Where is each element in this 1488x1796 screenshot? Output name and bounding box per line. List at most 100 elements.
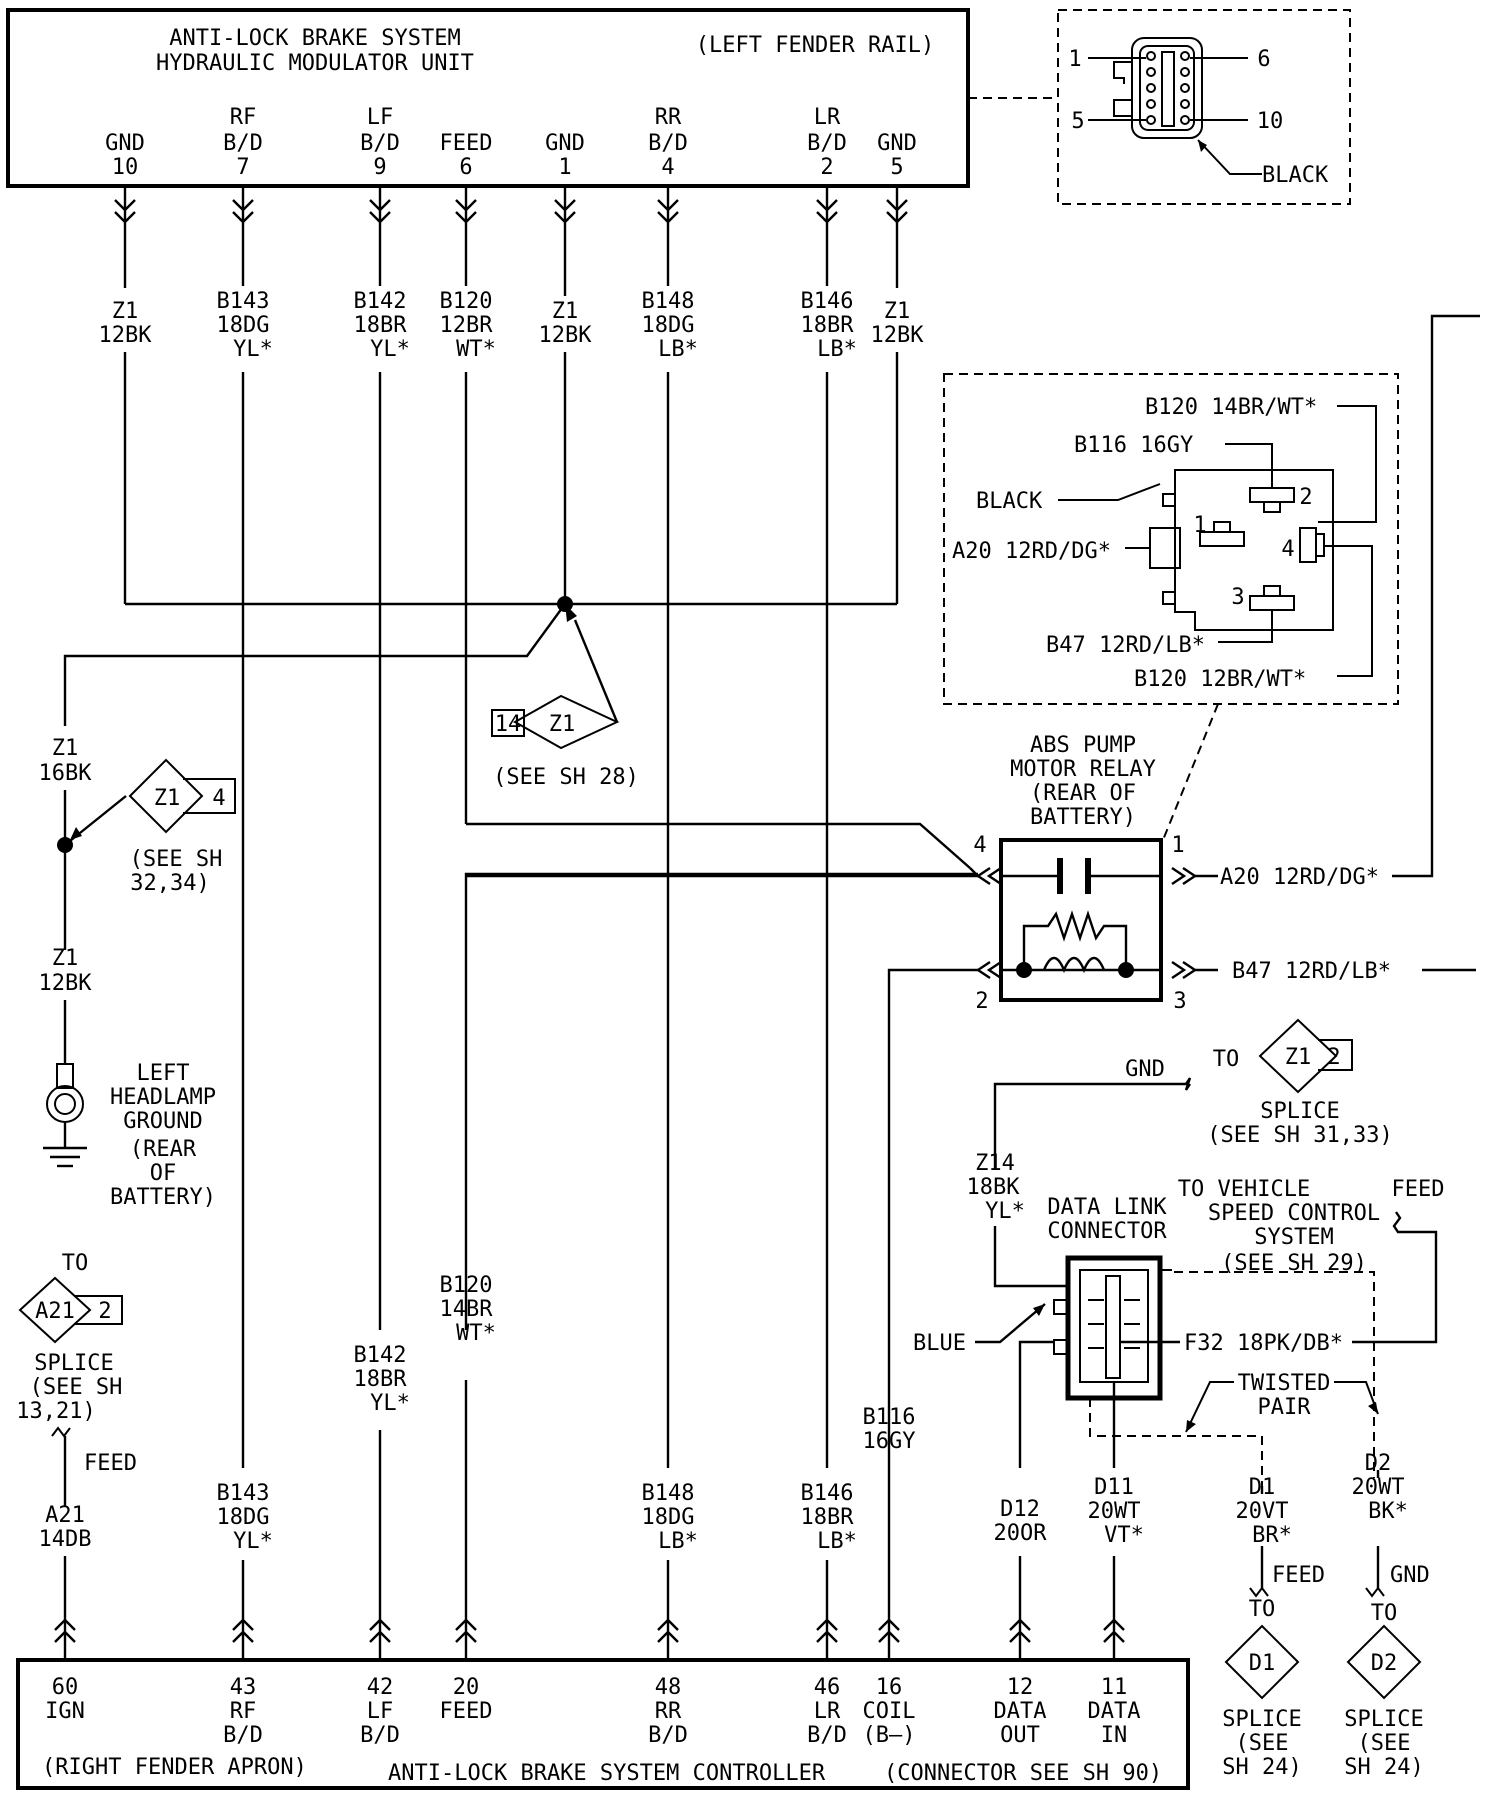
a21-wire-line2: 14DB bbox=[39, 1527, 92, 1552]
controller-pin-2-label1: LF bbox=[367, 1699, 394, 1724]
controller-pin-8-number: 11 bbox=[1101, 1675, 1128, 1700]
connector-pin-10: 10 bbox=[1257, 109, 1284, 134]
hmu-pin-6-label2: B/D bbox=[807, 131, 847, 156]
relay-detail-b120-bottom: B120 12BR/WT* bbox=[1134, 667, 1306, 692]
splice-z1-4-note1: (SEE SH bbox=[130, 847, 223, 872]
hydraulic-modulator-unit: ANTI-LOCK BRAKE SYSTEM HYDRAULIC MODULAT… bbox=[6, 8, 970, 188]
lower-wire-d1-line3: BR* bbox=[1252, 1523, 1292, 1548]
z14-line2: 18BK bbox=[967, 1175, 1021, 1200]
lower-wire-b120-line1: B120 bbox=[440, 1273, 493, 1298]
lower-wire-d11-line2: 20WT bbox=[1088, 1499, 1141, 1524]
splice-d1-l1: SPLICE bbox=[1222, 1707, 1301, 1732]
hmu-pin-5-label1: RR bbox=[655, 105, 682, 130]
ground-wire-a-line2: 16BK bbox=[39, 761, 93, 786]
hmu-pin-2-number: 9 bbox=[373, 155, 386, 180]
dlc-label-l1: DATA LINK bbox=[1047, 1195, 1167, 1220]
lower-wire-b120-line3: WT* bbox=[456, 1321, 496, 1346]
lower-wire-d12-line2: 20OR bbox=[994, 1521, 1048, 1546]
ground-wire-b-line2: 12BK bbox=[39, 971, 93, 996]
controller-pin-7-number: 12 bbox=[1007, 1675, 1034, 1700]
splice-a21: TO A21 2 SPLICE (SEE SH 13,21) FEED A21 … bbox=[16, 1251, 137, 1614]
upper-wire-2-line2: 18BR bbox=[354, 313, 408, 338]
controller-pin-4-label1: RR bbox=[655, 1699, 682, 1724]
relay-detail-b47: B47 12RD/LB* bbox=[1046, 633, 1205, 658]
relay-label-l4: BATTERY) bbox=[1030, 805, 1136, 830]
controller-pin-8-label2: IN bbox=[1101, 1723, 1128, 1748]
relay-label-l1: ABS PUMP bbox=[1030, 733, 1136, 758]
hmu-pin-0-label2: GND bbox=[105, 131, 145, 156]
connector-pin-6: 6 bbox=[1257, 47, 1270, 72]
hmu-pin-0-number: 10 bbox=[112, 155, 139, 180]
hmu-title-line2: HYDRAULIC MODULATOR UNIT bbox=[156, 51, 474, 76]
relay-pin-4: 4 bbox=[973, 833, 986, 858]
splice-z1-2-to: TO bbox=[1213, 1047, 1240, 1072]
hmu-connector-detail: 1 5 6 10 BLACK bbox=[1057, 9, 1351, 205]
upper-wire-0-line2: 12BK bbox=[99, 323, 153, 348]
hmu-pin-4-label2: GND bbox=[545, 131, 585, 156]
controller-pin-1-number: 43 bbox=[230, 1675, 257, 1700]
splice-a21-l3: 13,21) bbox=[16, 1399, 95, 1424]
vehicle-speed-control-ref: TO VEHICLE SPEED CONTROL SYSTEM (SEE SH … bbox=[1178, 1177, 1445, 1276]
relay-pin-2: 2 bbox=[975, 989, 988, 1014]
upper-wire-7-line1: Z1 bbox=[884, 299, 911, 324]
upper-wire-5-line3: LB* bbox=[658, 337, 698, 362]
twisted-pair-l1: TWISTED bbox=[1238, 1371, 1331, 1396]
relay-detail-a20: A20 12RD/DG* bbox=[952, 539, 1111, 564]
hmu-pin-1-label2: B/D bbox=[223, 131, 263, 156]
splice-d1-l3: SH 24) bbox=[1222, 1755, 1301, 1780]
lower-wire-b146-line1: B146 bbox=[801, 1481, 854, 1506]
controller-pin-0-label1: IGN bbox=[45, 1699, 85, 1724]
hmu-pin-6-label1: LR bbox=[814, 105, 841, 130]
upper-wire-1-line1: B143 bbox=[217, 289, 270, 314]
splice-a21-l1: SPLICE bbox=[34, 1351, 113, 1376]
upper-wire-1-line3: YL* bbox=[233, 337, 273, 362]
data-link-connector: Z14 18BK YL* DATA LINK CONNECTOR BLUE F3… bbox=[913, 1151, 1438, 1486]
lower-wire-d2-line2: 20WT bbox=[1352, 1475, 1405, 1500]
lower-wire-b142-line2: 18BR bbox=[354, 1367, 408, 1392]
hmu-title-line1: ANTI-LOCK BRAKE SYSTEM bbox=[169, 26, 460, 51]
vsc-l3: SYSTEM bbox=[1254, 1225, 1333, 1250]
splice-z1-4-num: 4 bbox=[212, 786, 225, 811]
ground-wire-a-line1: Z1 bbox=[52, 736, 79, 761]
connector-pin-5: 5 bbox=[1071, 109, 1084, 134]
splice-d1-id: D1 bbox=[1249, 1651, 1276, 1676]
upper-wire-6-line1: B146 bbox=[801, 289, 854, 314]
relay-detail-pin-4: 4 bbox=[1281, 537, 1294, 562]
upper-wire-5-line2: 18DG bbox=[642, 313, 695, 338]
upper-wire-6-line3: LB* bbox=[817, 337, 857, 362]
lower-wire-d11-line3: VT* bbox=[1104, 1523, 1144, 1548]
splice-a21-to: TO bbox=[62, 1251, 89, 1276]
relay-wire-b47: B47 12RD/LB* bbox=[1232, 959, 1391, 984]
lower-wire-b148-line2: 18DG bbox=[642, 1505, 695, 1530]
splice-z1-14-num: 14 bbox=[495, 712, 522, 737]
headlamp-ground-l3: GROUND bbox=[123, 1109, 202, 1134]
vsc-l4: (SEE SH 29) bbox=[1221, 1251, 1367, 1276]
z14-line1: Z14 bbox=[975, 1151, 1015, 1176]
splice-d1-feed: FEED bbox=[1272, 1563, 1325, 1588]
twisted-pair-l2: PAIR bbox=[1258, 1395, 1312, 1420]
hmu-pin-2-label2: B/D bbox=[360, 131, 400, 156]
controller-pin-4-number: 48 bbox=[655, 1675, 682, 1700]
upper-wire-5-line1: B148 bbox=[642, 289, 695, 314]
controller-pin-5-label1: LR bbox=[814, 1699, 841, 1724]
hmu-pin-4-number: 1 bbox=[558, 155, 571, 180]
splice-a21-feed: FEED bbox=[84, 1451, 137, 1476]
splice-z1-2-l1: SPLICE bbox=[1260, 1099, 1339, 1124]
hmu-pin-7-label2: GND bbox=[877, 131, 917, 156]
splice-z1-2-l2: (SEE SH 31,33) bbox=[1207, 1123, 1392, 1148]
hmu-pin-6-number: 2 bbox=[820, 155, 833, 180]
splice-d2-to: TO bbox=[1371, 1601, 1398, 1626]
relay-wire-a20: A20 12RD/DG* bbox=[1220, 865, 1379, 890]
splice-d2: GND TO D2 SPLICE (SEE SH 24) bbox=[1344, 1546, 1430, 1780]
splice-z1-2-id: Z1 bbox=[1285, 1045, 1312, 1070]
controller-pin-6-label2: (B—) bbox=[863, 1723, 916, 1748]
upper-wire-6-line2: 18BR bbox=[801, 313, 855, 338]
ground-wire-b-line1: Z1 bbox=[52, 946, 79, 971]
lower-wire-b146-line3: LB* bbox=[817, 1529, 857, 1554]
relay-detail-pin-3: 3 bbox=[1231, 585, 1244, 610]
dlc-label-l2: CONNECTOR bbox=[1047, 1219, 1167, 1244]
splice-d2-l2: (SEE bbox=[1358, 1731, 1411, 1756]
lower-wire-b143-line2: 18DG bbox=[217, 1505, 270, 1530]
lower-wire-b142-line1: B142 bbox=[354, 1343, 407, 1368]
